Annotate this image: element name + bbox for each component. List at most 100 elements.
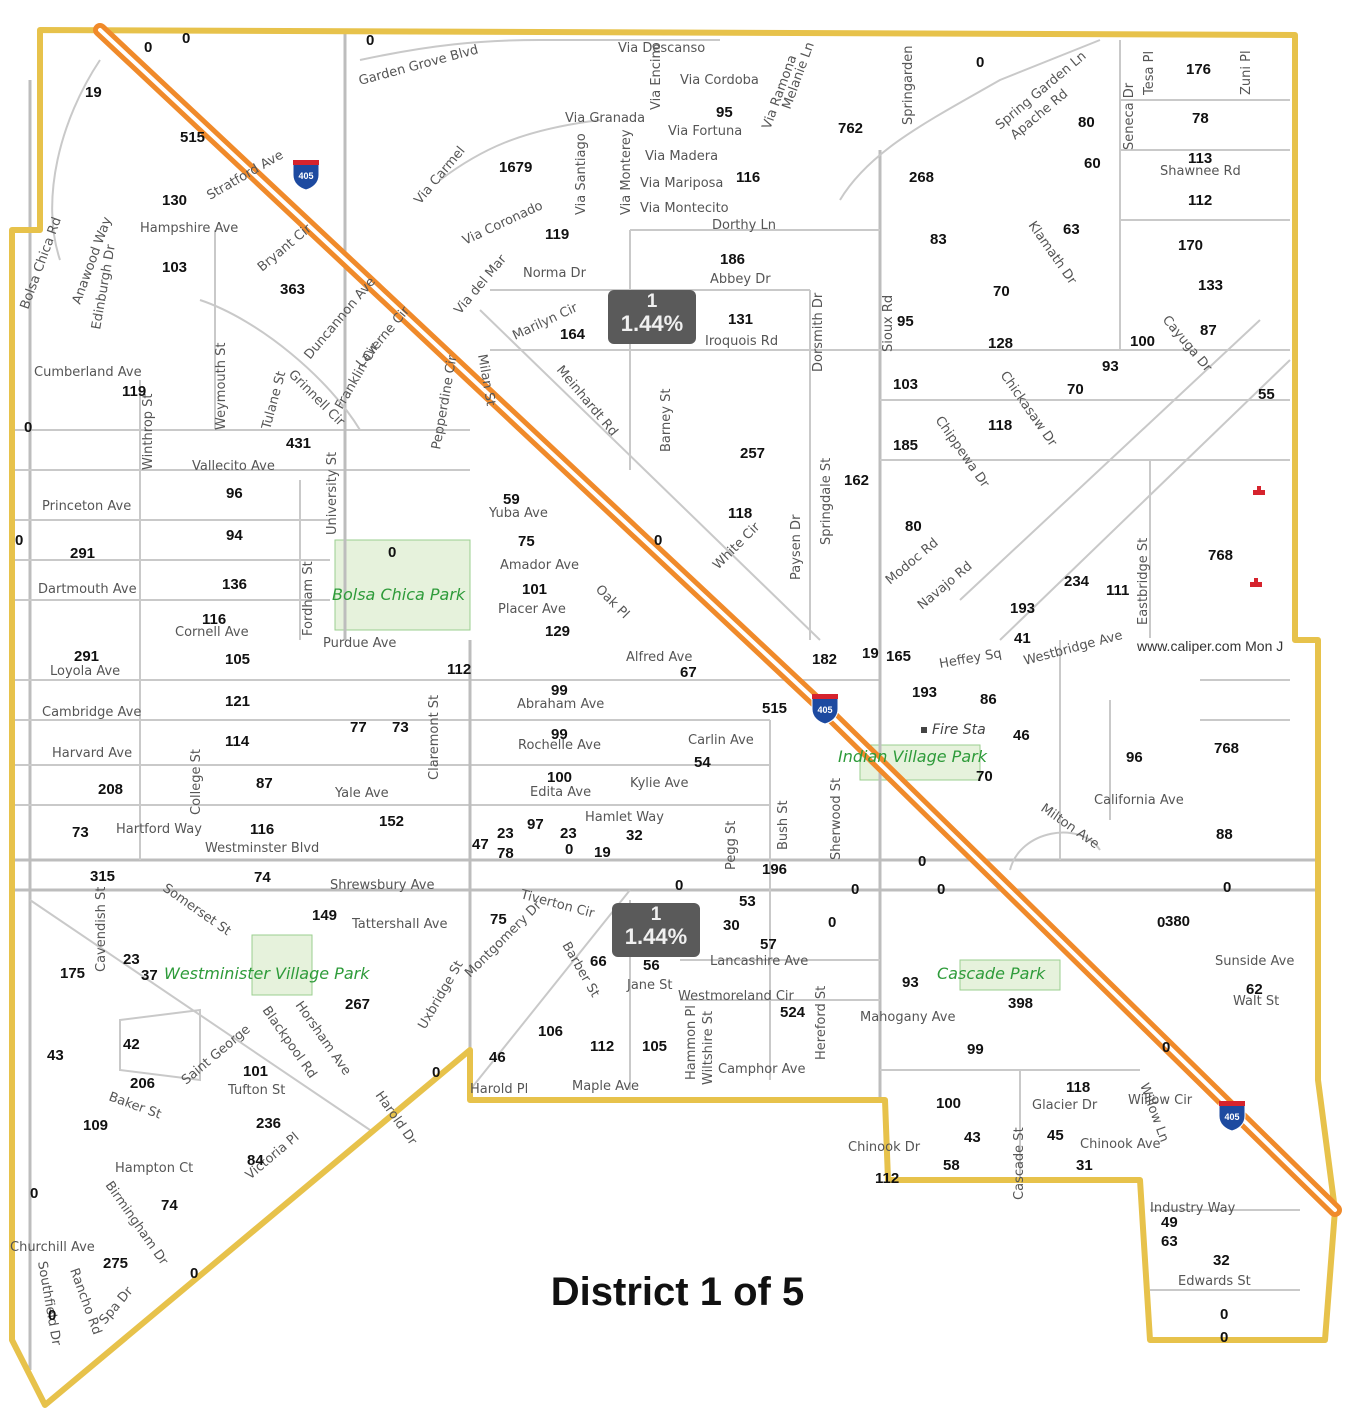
block-count-label: 23 — [497, 825, 514, 842]
block-count-label: 87 — [256, 775, 273, 792]
street-label: Princeton Ave — [42, 499, 131, 514]
street-label: Modoc Rd — [883, 535, 942, 588]
street-label: Camphor Ave — [718, 1062, 805, 1077]
street-label: Via Coronado — [460, 198, 545, 248]
block-count-label: 30 — [723, 917, 740, 934]
block-count-label: 129 — [545, 623, 570, 640]
block-count-label: 1679 — [499, 159, 532, 176]
street-label: Chippewa Dr — [932, 414, 993, 492]
block-count-label: 73 — [392, 719, 409, 736]
street-label: Springdale St — [819, 458, 834, 545]
block-count-label: 208 — [98, 781, 123, 798]
street-label: Cavendish St — [94, 887, 109, 972]
block-count-label: 0 — [1162, 1039, 1170, 1056]
block-count-label: 0 — [1220, 1329, 1228, 1346]
street-label: Milton Ave — [1038, 801, 1102, 852]
district-boundary — [9, 27, 1338, 1408]
map-credit[interactable]: www.caliper.com Mon J — [1137, 638, 1284, 654]
block-count-label: 164 — [560, 326, 586, 343]
block-count-label: 88 — [1216, 826, 1233, 843]
block-count-label: 96 — [1126, 749, 1143, 766]
street-label: Sherwood St — [829, 778, 844, 860]
badge-number: 1 — [650, 904, 662, 925]
block-count-label: 315 — [90, 868, 115, 885]
block-count-label: 87 — [1200, 322, 1217, 339]
block-count-label: 236 — [256, 1115, 281, 1132]
block-count-label: 0 — [48, 1307, 56, 1324]
block-count-label: 60 — [1084, 155, 1101, 172]
street-label: Hammon Pl — [684, 1005, 699, 1080]
block-count-label: 0 — [1157, 914, 1165, 931]
block-count-label: 291 — [74, 648, 99, 665]
block-count-label: 524 — [780, 1004, 806, 1021]
street-label: Lancashire Ave — [710, 954, 808, 969]
block-count-label: 105 — [225, 651, 250, 668]
block-count-label: 97 — [527, 816, 544, 833]
street-label: Harvard Ave — [52, 746, 132, 761]
block-count-label: 268 — [909, 169, 934, 186]
block-count-label: 275 — [103, 1255, 128, 1272]
block-count-label: 363 — [280, 281, 305, 298]
block-count-label: 380 — [1165, 913, 1190, 930]
block-count-label: 0 — [828, 914, 836, 931]
street-label: Via Encino — [649, 42, 664, 110]
block-count-label: 31 — [1076, 1157, 1093, 1174]
block-count-label: 762 — [838, 120, 863, 137]
street-label: Cornell Ave — [175, 625, 249, 640]
block-count-label: 0 — [24, 419, 32, 436]
street-label: Purdue Ave — [323, 636, 396, 651]
street-label: Kylie Ave — [630, 776, 688, 791]
street-label: Via Santiago — [574, 133, 589, 215]
street-label: Barney St — [659, 389, 674, 452]
block-count-label: 43 — [964, 1129, 981, 1146]
block-count-label: 186 — [720, 251, 745, 268]
block-count-label: 119 — [545, 226, 569, 243]
block-count-label: 101 — [522, 581, 547, 598]
street-label: Franklin Cir — [332, 341, 382, 412]
street-label: Sioux Rd — [881, 295, 896, 352]
highway-shield-icon: 405 — [811, 694, 839, 725]
block-count-label: 182 — [812, 651, 837, 668]
block-count-label: 53 — [739, 893, 756, 910]
block-count-label: 42 — [123, 1036, 140, 1053]
street-label: Dorthy Ln — [712, 218, 776, 233]
marker-icon — [1250, 578, 1262, 587]
block-count-label: 0 — [1220, 1306, 1228, 1323]
block-count-label: 70 — [976, 768, 993, 785]
block-count-label: 149 — [312, 907, 337, 924]
street-label: White Cir — [710, 519, 763, 572]
block-count-label: 112 — [875, 1170, 899, 1187]
block-count-label: 398 — [1008, 995, 1033, 1012]
block-count-label: 105 — [642, 1038, 667, 1055]
block-count-label: 86 — [980, 691, 997, 708]
street-label: Dorsmith Dr — [811, 292, 826, 372]
block-count-label: 0 — [918, 853, 926, 870]
park-area-westminister-village — [251, 934, 313, 996]
block-count-label: 121 — [225, 693, 250, 710]
block-count-label: 112 — [1188, 192, 1212, 209]
street-label: Chickasaw Dr — [997, 369, 1060, 450]
highway-shield-icon: 405 — [1218, 1101, 1246, 1132]
street-label: Amador Ave — [500, 558, 579, 573]
street-label: Chinook Dr — [848, 1140, 921, 1155]
block-count-label: 46 — [1013, 727, 1030, 744]
street-label: Hampton Ct — [115, 1161, 193, 1176]
block-count-label: 70 — [993, 283, 1010, 300]
block-count-label: 0 — [366, 32, 374, 49]
block-count-label: 80 — [1078, 114, 1095, 131]
block-count-label: 116 — [202, 611, 226, 628]
street-label: Hampshire Ave — [140, 221, 238, 236]
street-label: California Ave — [1094, 793, 1184, 808]
block-count-label: 73 — [72, 824, 89, 841]
street-label: Paysen Dr — [789, 514, 804, 580]
block-count-label: 101 — [243, 1063, 268, 1080]
block-count-label: 49 — [1161, 1214, 1178, 1231]
street-label: Cascade St — [1012, 1127, 1027, 1200]
block-count-label: 113 — [1188, 150, 1212, 167]
street-label: Norma Dr — [523, 266, 587, 281]
street-label: Uxbridge St — [415, 958, 466, 1032]
street-label: Via Descanso — [618, 41, 705, 56]
block-count-label: 515 — [762, 700, 787, 717]
